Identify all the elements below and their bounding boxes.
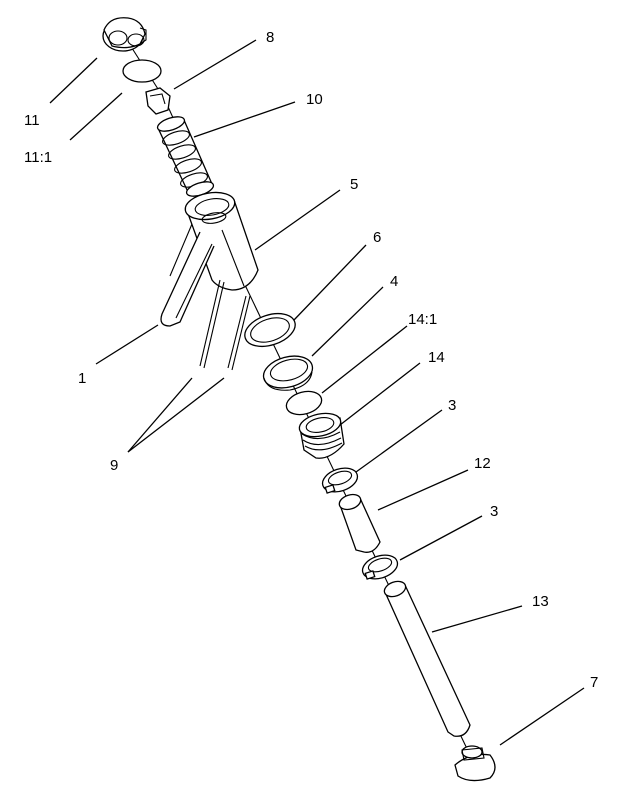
part-11-1-seal [122,59,162,83]
callout-11-1: 11:1 [24,149,52,166]
callout-14-1: 14:1 [408,311,437,328]
callout-3-upper: 3 [448,397,456,414]
part-3-lower-ring [361,554,399,580]
callout-6: 6 [373,229,381,246]
callout-14: 14 [428,349,445,366]
part-3-upper-ring [321,467,359,494]
callout-10: 10 [306,91,323,108]
callout-9: 9 [110,457,118,474]
part-10-spring [156,116,215,197]
part-9-pins [199,279,251,371]
callout-4: 4 [390,273,398,290]
callout-11: 11 [24,112,40,129]
part-12-tube [338,493,381,553]
callout-labels: 11 11:1 8 10 5 6 4 14:1 14 1 9 3 12 3 13… [24,29,598,691]
part-13-long-tube [383,580,471,737]
callout-13: 13 [532,593,549,610]
part-14-nut [298,412,345,459]
callout-3-lower: 3 [490,503,498,520]
part-1-handle [160,223,215,327]
callout-5: 5 [350,176,358,193]
part-4-ring [262,355,314,391]
part-5-body [184,191,259,291]
callout-7: 7 [590,674,598,691]
callout-8: 8 [266,29,274,46]
part-8-clip [145,87,171,115]
callout-12: 12 [474,455,491,472]
part-14-1-seal [285,390,323,416]
part-7-foot [454,745,496,782]
part-11-cap [102,17,147,52]
callout-1: 1 [78,370,86,387]
leader-lines [49,39,585,746]
part-6-o-ring [244,312,296,348]
